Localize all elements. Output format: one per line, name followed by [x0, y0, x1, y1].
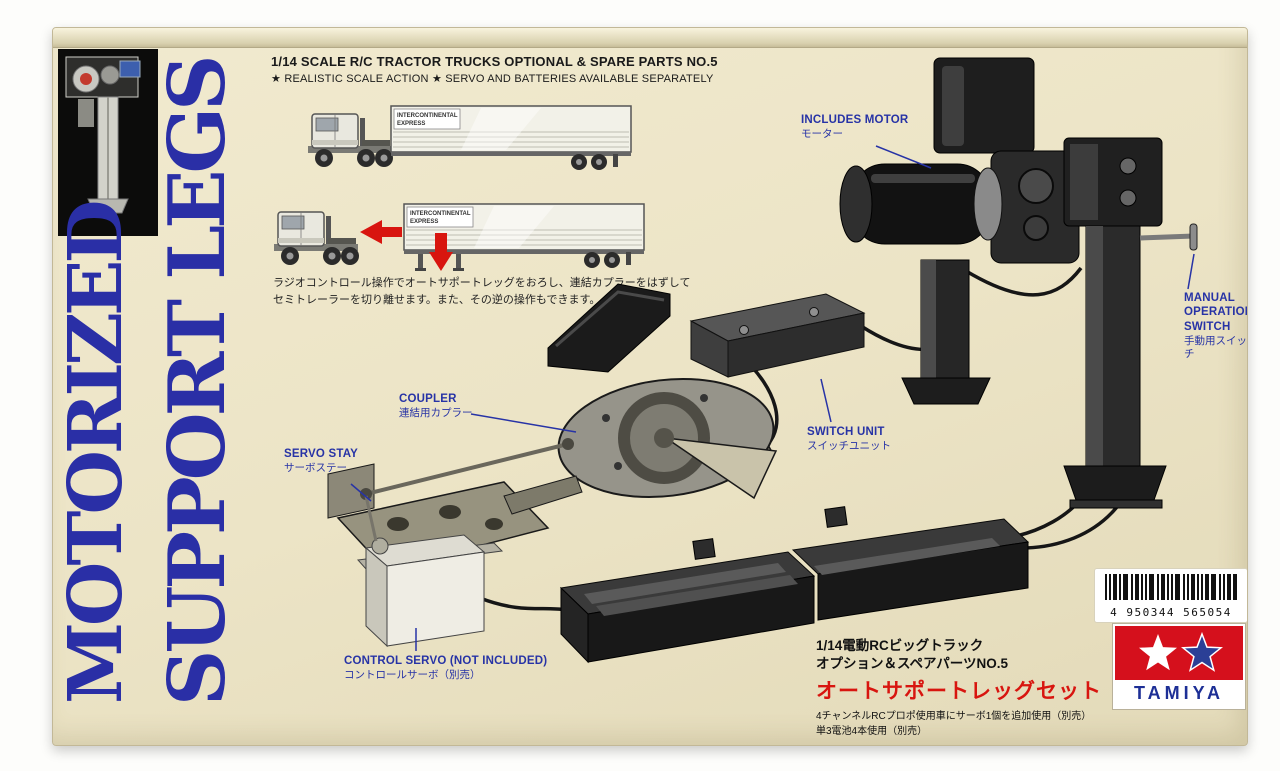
label-servo-stay-jp: サーボステー [284, 462, 347, 475]
label-includes-motor-en: INCLUDES MOTOR [801, 114, 909, 126]
label-manual-switch-en1: MANUAL [1184, 292, 1236, 304]
product-name-jp: オートサポートレッグセット [816, 680, 1102, 704]
arrow-down-icon [429, 233, 453, 271]
product-note-line2: 単3電池4本使用（別売） [816, 726, 928, 738]
brand-name: TAMIYA [1115, 680, 1243, 707]
header-line2: ★ REALISTIC SCALE ACTION ★ SERVO AND BAT… [271, 73, 714, 85]
star-white-icon [1139, 634, 1177, 671]
label-manual-switch-en2: OPERATION [1184, 306, 1248, 319]
product-note-line1: 4チャンネルRCプロポ使用車にサーボ1個を追加使用（別売） [816, 711, 1092, 723]
motor-assembly-part [839, 57, 1080, 405]
corner-art-panel [58, 49, 158, 236]
label-switch-unit: SWITCH UNIT スイッチユニット [807, 425, 891, 454]
title-support-legs: SUPPORT LEGS [152, 58, 243, 707]
twin-star-icon [1139, 631, 1224, 672]
product-box: MOTORIZED SUPPORT LEGS 1/14 SCALE R/C TR… [52, 27, 1248, 746]
header-text: 1/14 SCALE R/C TRACTOR TRUCKS OPTIONAL &… [271, 54, 718, 85]
label-switch-unit-en: SWITCH UNIT [807, 426, 885, 438]
switch-unit-part [689, 293, 866, 378]
manual-crank [1139, 223, 1198, 251]
label-servo-stay-en: SERVO STAY [284, 448, 359, 460]
label-includes-motor-jp: モーター [801, 128, 843, 141]
arrow-left-icon [360, 220, 402, 244]
label-control-servo: CONTROL SERVO (NOT INCLUDED) コントロールサーボ（別… [344, 654, 547, 683]
label-includes-motor: INCLUDES MOTOR モーター [801, 113, 908, 142]
coupler-part [557, 377, 778, 500]
star-blue-icon [1180, 631, 1224, 672]
title-motorized: MOTORIZED [53, 203, 139, 704]
leader-lines [350, 145, 1195, 651]
barcode-number: 4 950344 565054 [1110, 606, 1232, 619]
caption-jp-line1: ラジオコントロール操作でオートサポートレッグをおろし、連結カプラーをはずして [273, 277, 691, 289]
label-coupler-en: COUPLER [399, 393, 457, 405]
trailer-support-legs-down [415, 254, 464, 271]
product-info: 1/14電動RCビッグトラック オプション＆スペアパーツNO.5 オートサポート… [816, 637, 1102, 739]
tamiya-twin-stars [1115, 626, 1243, 680]
tamiya-logo: TAMIYA [1113, 624, 1245, 709]
truck-uncoupled [273, 203, 645, 271]
parts-diagram [327, 57, 1198, 664]
product-info-line2: オプション＆スペアパーツNO.5 [816, 655, 1009, 671]
battery-box-part [559, 506, 1030, 664]
caption-jp-line2: セミトレーラーを切り離せます。また、その逆の操作もできます。 [273, 294, 601, 307]
label-servo-stay: SERVO STAY サーボステー [284, 447, 358, 476]
header-line1: 1/14 SCALE R/C TRACTOR TRUCKS OPTIONAL &… [271, 54, 718, 69]
label-control-servo-jp: コントロールサーボ（別売） [344, 669, 481, 682]
servo-part [356, 495, 504, 648]
label-manual-switch-en3: SWITCH [1184, 320, 1231, 333]
label-coupler: COUPLER 連結用カプラー [399, 392, 473, 421]
label-control-servo-en: CONTROL SERVO (NOT INCLUDED) [344, 655, 548, 667]
label-manual-switch: MANUAL OPERATION SWITCH 手動用スイッチ [1184, 291, 1248, 361]
barcode: 4 950344 565054 [1095, 569, 1247, 622]
caption-jp: ラジオコントロール操作でオートサポートレッグをおろし、連結カプラーをはずして セ… [273, 275, 690, 309]
frame-channel-part [547, 283, 671, 373]
label-manual-switch-jp: 手動用スイッチ [1184, 335, 1247, 361]
label-coupler-jp: 連結用カプラー [399, 407, 473, 420]
trucks-illustration: INTERCONTINENTAL EXPRESS [273, 105, 645, 271]
label-switch-unit-jp: スイッチユニット [807, 440, 891, 453]
barcode-bars [1105, 574, 1237, 600]
leg-cutaway-art [65, 56, 141, 214]
box-lid-edge [53, 28, 1247, 48]
support-leg-part [1063, 137, 1198, 509]
product-info-line1: 1/14電動RCビッグトラック [816, 638, 984, 653]
